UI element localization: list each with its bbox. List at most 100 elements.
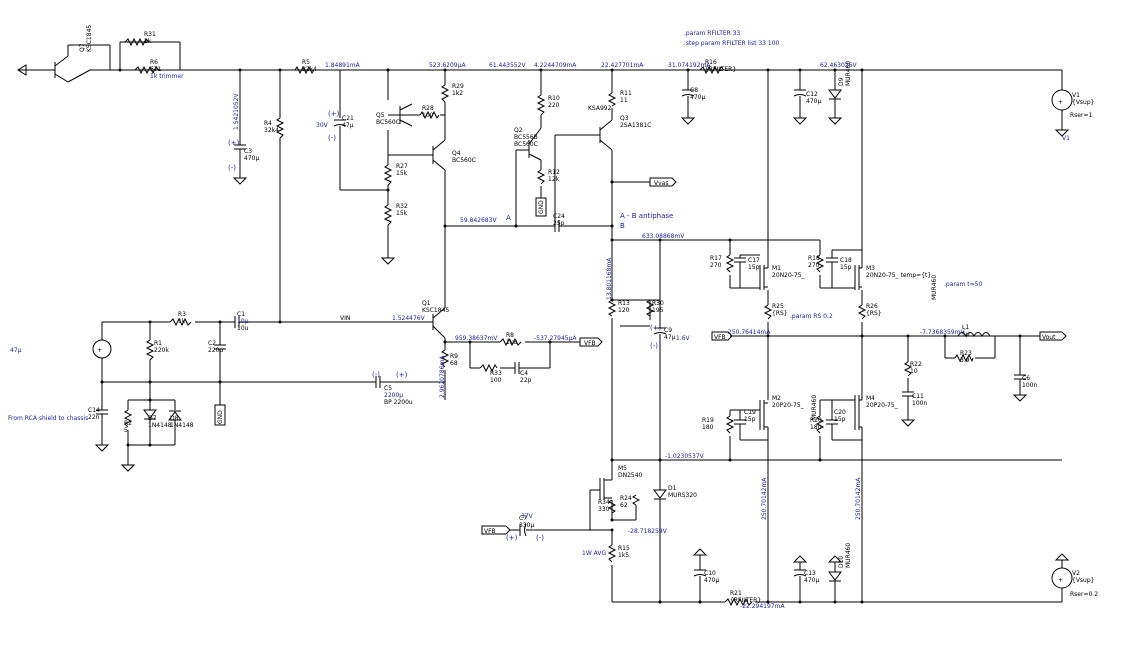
label-r29-line: 1k2 [452, 90, 463, 97]
gnd-flag-2: GND [217, 410, 224, 424]
label-c1-line: 10u [237, 325, 249, 332]
meas-9: 59.842683V [460, 217, 497, 224]
label-c3-line: 470µ [244, 155, 259, 162]
label-c11-line: 100n [912, 400, 927, 407]
node-a-label: A [506, 214, 511, 222]
label-r32-line: 15k [396, 210, 408, 217]
label-r10-line: 220 [548, 102, 560, 109]
label-r6-line: 1k trimmer [150, 73, 184, 80]
label-q4-line: BC560C [452, 157, 476, 164]
label-r2-line: 5 [124, 427, 128, 434]
label-r13-line: R13 [618, 300, 630, 307]
note-30v: 30V [316, 122, 329, 129]
meas-21: 250.70142mA [855, 477, 862, 520]
label-c2-line: C2 [208, 340, 216, 347]
label-c21-line: C21 [342, 115, 354, 122]
svg-text:+: + [97, 347, 102, 354]
label-q2-line: Q2 [514, 127, 523, 134]
label-r19-line: 180 [702, 424, 714, 431]
label-c12-line: 470µ [806, 98, 821, 105]
label-mur460a: MUR460 [931, 275, 938, 300]
label-q2-line: BC556B [514, 134, 538, 141]
label-v1-line: {Vsup} [1072, 99, 1095, 106]
label-q2-line: BC560C [514, 141, 538, 148]
label-r20-line: 180 [810, 424, 822, 431]
label-r11-line: R11 [620, 90, 632, 97]
label-v1: V1{Vsup} [1072, 92, 1095, 106]
label-d7-line: D7 [148, 415, 157, 422]
label-c10-line: C10 [704, 570, 716, 577]
label-c19-line: 15p [744, 416, 756, 423]
label-r17-line: 270 [710, 262, 722, 269]
label-r23-line: 3.9 [960, 357, 970, 364]
label-r33-line: R33 [490, 370, 502, 377]
net-vout-label: Vout [1042, 334, 1056, 341]
label-r24-line: R24 [620, 495, 632, 502]
label-l1-line: 1µ [962, 331, 970, 338]
label-m4-line: M4 [866, 395, 875, 402]
label-v2-line: V2 [1072, 570, 1080, 577]
meas-4: 4.2244709mA [534, 62, 577, 69]
label-d10: D10MUR460 [838, 543, 852, 568]
wires [18, 41, 1063, 603]
meas-16: -537.27945µA [534, 335, 577, 342]
label-r26-line: R26 [866, 303, 878, 310]
label-r34-line: R34 [598, 499, 610, 506]
label-c14-line: 22n [88, 414, 100, 421]
label-r20-line: R20 [810, 417, 822, 424]
meas-1: 1.84891mA [325, 62, 361, 69]
label-r22-line: R22 [910, 361, 922, 368]
label-m1-line: M1 [772, 265, 781, 272]
label-m4-line: 20P20-75_ [866, 402, 899, 409]
label-q4-line: Q4 [452, 150, 461, 157]
meas-10: 633.08868mV [642, 233, 685, 240]
label-r23-line: R23 [960, 350, 972, 357]
label-r4-line: 32k4 [264, 127, 279, 134]
label-r3-line: R3 [178, 311, 186, 318]
label-mur460a-line: MUR460 [931, 275, 938, 300]
label-c2-line: 220p [208, 347, 223, 354]
meas-17: 2.9620786mA [439, 355, 446, 398]
label-c3-line: C3 [244, 148, 252, 155]
c21-minus: (-) [328, 134, 336, 142]
param-rs: .param RS 0.2 [790, 313, 833, 320]
label-c4-line: 22p [520, 377, 532, 384]
label-c7-line: C7 [519, 515, 527, 522]
label-r15-line: 1k5 [618, 552, 629, 559]
label-d10-line: D10 [838, 556, 845, 568]
net-vfb-label: VFB [584, 340, 596, 347]
node-b-label: B [620, 222, 625, 230]
label-l1-line: L1 [962, 324, 969, 331]
label-q5-line: BC560C [376, 119, 400, 126]
label-r32-line: R32 [396, 203, 408, 210]
label-r27-line: R27 [396, 163, 408, 170]
label-c17-line: C17 [748, 257, 760, 264]
